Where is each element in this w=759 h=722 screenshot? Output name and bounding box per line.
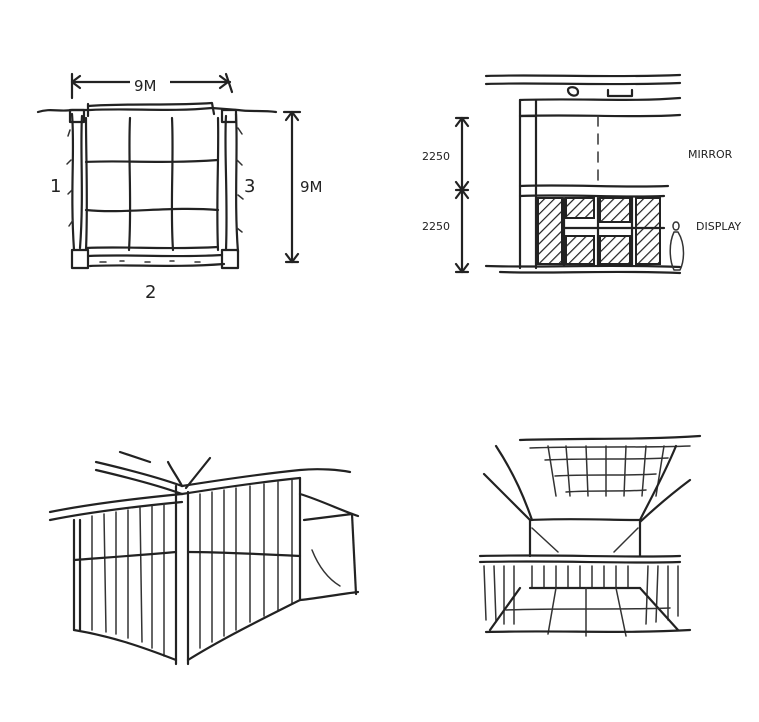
elevation-lower-height: 2250 xyxy=(422,220,450,233)
elevation-height-dimension: 2250 2250 xyxy=(422,116,470,274)
plan-side-3-label: 3 xyxy=(244,176,255,197)
interior-perspective-sketch xyxy=(478,434,702,637)
plan-depth-label: 9M xyxy=(300,178,323,196)
plan-width-dimension: 9M xyxy=(70,72,234,100)
plan-side-1-label: 1 xyxy=(50,176,61,197)
elevation-sketch: 2250 2250 MIRROR DISPLAY xyxy=(422,73,741,275)
corner-perspective-sketch xyxy=(48,450,360,666)
elevation-upper-height: 2250 xyxy=(422,150,450,163)
plan-outline xyxy=(36,101,278,270)
plan-sketch: 9M xyxy=(36,72,323,303)
plan-side-2-label: 2 xyxy=(145,282,156,303)
plan-grid xyxy=(84,116,220,252)
plan-depth-dimension: 9M xyxy=(282,110,323,264)
elevation-mirror-label: MIRROR xyxy=(688,148,733,161)
plan-width-label: 9M xyxy=(134,77,157,95)
elevation-display-label: DISPLAY xyxy=(696,220,741,233)
display-shelving xyxy=(537,196,666,268)
